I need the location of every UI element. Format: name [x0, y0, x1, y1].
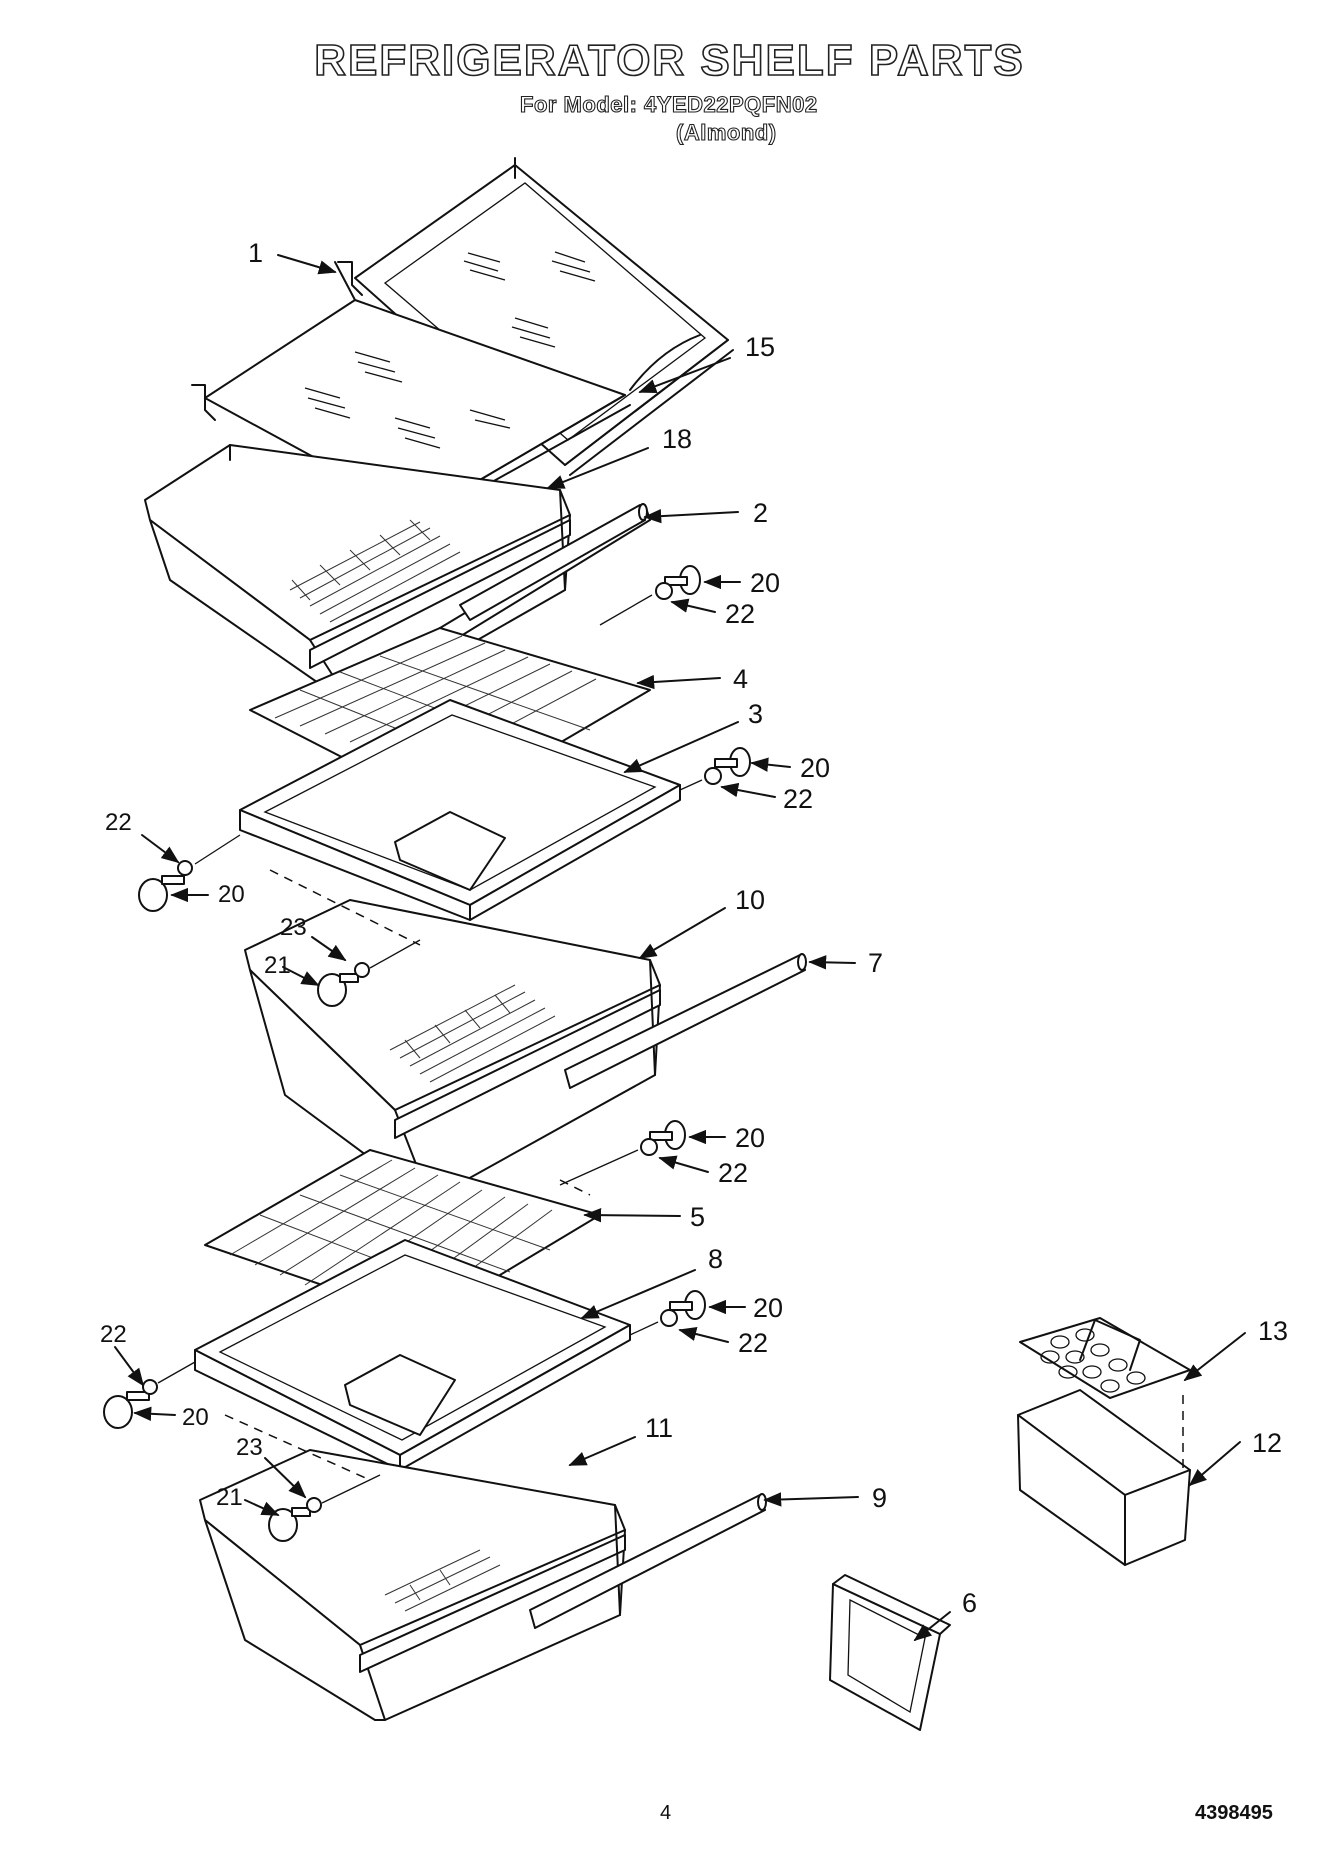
- callout-20e: 20: [753, 1293, 783, 1323]
- document-number: 4398495: [1195, 1802, 1273, 1824]
- page-number: 4: [660, 1802, 672, 1824]
- callout-22e: 22: [738, 1328, 768, 1358]
- callout-12: 12: [1252, 1428, 1282, 1458]
- callout-20f: 20: [182, 1404, 209, 1431]
- bottom-crisper-drawer: [199, 1449, 767, 1721]
- callout-3: 3: [748, 699, 763, 729]
- callout-21b: 21: [216, 1484, 243, 1511]
- callout-23b: 23: [236, 1434, 263, 1461]
- callout-23a: 23: [280, 914, 307, 941]
- model-line: For Model: 4YED22PQFN02: [519, 91, 818, 117]
- callout-22a: 22: [725, 599, 755, 629]
- callout-9: 9: [872, 1483, 887, 1513]
- callout-21a: 21: [264, 952, 291, 979]
- callout-10: 10: [735, 885, 765, 915]
- callout-22c: 22: [105, 809, 132, 836]
- fastener-group-c: [138, 860, 193, 912]
- callout-7: 7: [868, 948, 883, 978]
- egg-bin-part-12: [1017, 1389, 1191, 1566]
- callout-20c: 20: [218, 881, 245, 908]
- fastener-group-d: [317, 962, 370, 1007]
- callout-15: 15: [745, 332, 775, 362]
- fastener-group-e: [640, 1120, 686, 1156]
- middle-crisper-drawer: [244, 899, 807, 1201]
- callout-labels: 1 15 18 2 20 22 4 3 20 22 22 20 23 21 10…: [100, 238, 1288, 1618]
- callout-2: 2: [753, 498, 768, 528]
- page-title: REFRIGERATOR SHELF PARTS: [313, 35, 1025, 86]
- top-glass-shelf: [334, 157, 734, 476]
- shelf-frame-part-8: [194, 1239, 631, 1471]
- callout-8: 8: [708, 1244, 723, 1274]
- callout-20a: 20: [750, 568, 780, 598]
- callout-22f: 22: [100, 1321, 127, 1348]
- color-line: (Almond): [675, 119, 777, 145]
- fastener-group-b: [704, 747, 751, 785]
- egg-tray-part-13: [1019, 1317, 1191, 1399]
- callout-4: 4: [733, 664, 748, 694]
- fastener-group-a: [655, 565, 701, 600]
- callout-5: 5: [690, 1202, 705, 1232]
- callout-22d: 22: [718, 1158, 748, 1188]
- callout-11: 11: [645, 1413, 673, 1443]
- fastener-group-g: [103, 1379, 158, 1429]
- leader-arrows: [114, 254, 1246, 1642]
- callout-20d: 20: [735, 1123, 765, 1153]
- assembly-lines: [157, 594, 703, 1504]
- callout-22b: 22: [783, 784, 813, 814]
- part-6-frame: [829, 1574, 951, 1731]
- fastener-group-h: [268, 1497, 322, 1542]
- shelf-frame-part-3: [239, 699, 681, 921]
- fastener-group-f: [660, 1290, 706, 1327]
- callout-20b: 20: [800, 753, 830, 783]
- callout-18: 18: [662, 424, 692, 454]
- callout-6: 6: [962, 1588, 977, 1618]
- callout-13: 13: [1258, 1316, 1288, 1346]
- callout-1: 1: [248, 238, 263, 268]
